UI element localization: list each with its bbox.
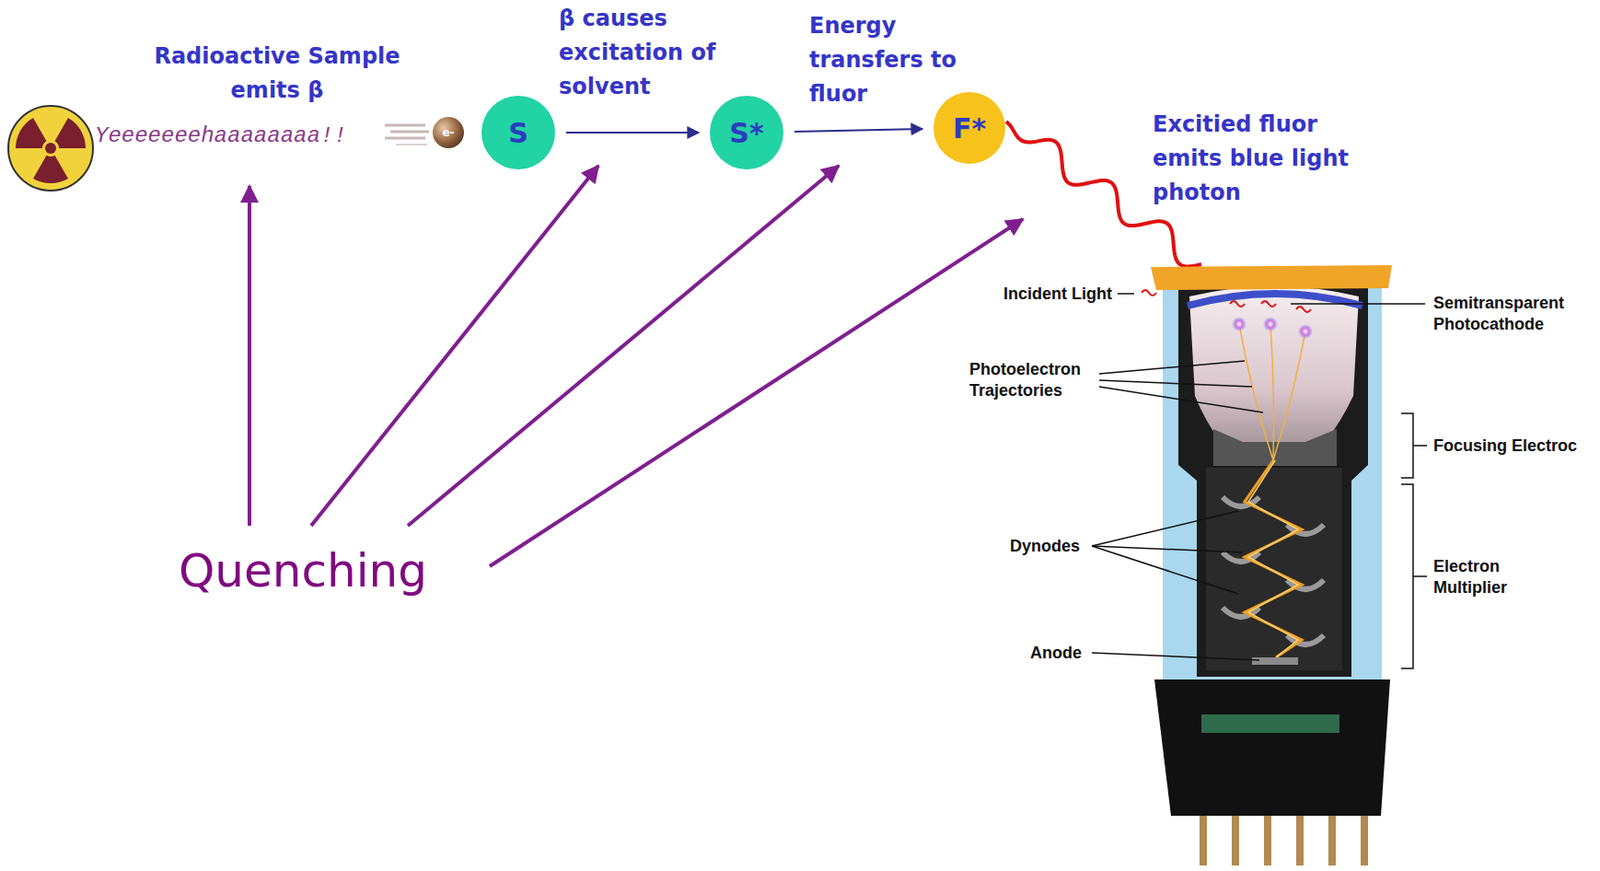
photoelectron-dots-part bbox=[1263, 316, 1278, 332]
electron-ball bbox=[432, 116, 464, 149]
molecule-circle: S* bbox=[709, 95, 784, 170]
part-label: Dynodes bbox=[1009, 535, 1080, 557]
photoelectron-trajectories bbox=[1239, 324, 1306, 461]
part-label: Focusing Electroc bbox=[1433, 435, 1577, 457]
leader-lines-part bbox=[1401, 413, 1427, 478]
incident-photons bbox=[1141, 289, 1311, 313]
step-caption: Excitied fluor emits blue light photon bbox=[1152, 107, 1372, 210]
base-pins-part bbox=[1328, 815, 1336, 866]
leader-lines-part bbox=[1091, 545, 1243, 553]
radiation-disc bbox=[8, 105, 93, 191]
leader-lines-part bbox=[1091, 652, 1260, 661]
reaction-arrow bbox=[566, 131, 699, 134]
incident-photons-part bbox=[1261, 301, 1276, 307]
circuit-board bbox=[1201, 714, 1340, 733]
tube-base bbox=[1154, 679, 1391, 816]
leader-lines bbox=[1091, 293, 1427, 669]
anode-plate bbox=[1252, 657, 1299, 665]
molecule-label: S* bbox=[729, 116, 764, 150]
radiation-symbol bbox=[8, 105, 93, 191]
exclamation-text: Yeeeeeeehaaaaaaaa!! bbox=[94, 123, 348, 149]
base-pins-part bbox=[1199, 815, 1207, 866]
reaction-arrow bbox=[794, 128, 923, 132]
quenching-arrows-part bbox=[247, 185, 252, 526]
quenching-arrows-part bbox=[489, 219, 1023, 567]
leader-lines-part bbox=[1401, 484, 1427, 669]
part-label: Semitransparent Photocathode bbox=[1433, 292, 1590, 336]
step-caption: Radioactive Sample emits β bbox=[143, 39, 411, 108]
photoelectron-trajectories-part bbox=[1273, 331, 1306, 461]
electron-symbol: e- bbox=[441, 126, 454, 140]
inner-frame bbox=[1178, 287, 1369, 677]
leader-lines-part bbox=[1091, 510, 1239, 546]
part-label: Electron Multiplier bbox=[1433, 556, 1537, 599]
glass-envelope bbox=[1162, 285, 1382, 686]
quenching-arrows-part bbox=[311, 165, 599, 526]
trefoil-center bbox=[45, 142, 57, 154]
base-pins-part bbox=[1296, 815, 1304, 866]
electron-cascade bbox=[1244, 460, 1302, 658]
trefoil-blade bbox=[33, 155, 69, 184]
part-label: Incident Light bbox=[1003, 283, 1113, 305]
electron-cascade bbox=[1248, 460, 1299, 658]
base-pins-part bbox=[1263, 815, 1272, 866]
leader-lines-part bbox=[1290, 302, 1426, 305]
photoelectron-trajectories-part bbox=[1270, 324, 1275, 461]
electron-motion-part bbox=[395, 143, 428, 146]
quenching-label: Quenching bbox=[178, 544, 428, 598]
dynode-chamber bbox=[1205, 467, 1343, 671]
molecule-circle: S bbox=[481, 95, 556, 170]
part-label: Anode bbox=[1030, 642, 1082, 664]
photomultiplier-tube bbox=[1141, 265, 1392, 866]
photoelectron-dots bbox=[1231, 316, 1313, 339]
photoelectron-dots-part bbox=[1298, 324, 1313, 339]
quenching-arrows-part bbox=[407, 165, 839, 526]
part-label: Photoelectron Trajectories bbox=[969, 359, 1097, 402]
incident-photons-part bbox=[1141, 289, 1157, 296]
leader-lines-part bbox=[1091, 545, 1239, 594]
base-pins-part bbox=[1231, 815, 1240, 866]
trefoil-blade bbox=[55, 117, 87, 149]
leader-lines-part bbox=[1099, 360, 1245, 374]
base-pins-part bbox=[1360, 815, 1369, 866]
molecule-circle: F* bbox=[933, 92, 1006, 164]
base-pins bbox=[1199, 815, 1369, 866]
leader-lines-part bbox=[1117, 292, 1135, 295]
leader-lines-part bbox=[1099, 386, 1264, 413]
trefoil-blade bbox=[15, 117, 47, 149]
electron-motion bbox=[384, 116, 464, 149]
window-cap bbox=[1150, 265, 1392, 290]
electron-motion-part bbox=[384, 137, 426, 140]
leader-lines-part bbox=[1099, 380, 1253, 387]
photoelectron-dots-part bbox=[1231, 316, 1247, 332]
incident-photons-part bbox=[1229, 301, 1245, 307]
molecule-label: S bbox=[508, 116, 529, 150]
electron-motion-part bbox=[384, 124, 426, 128]
incident-photons-part bbox=[1296, 306, 1311, 313]
electron-motion-part bbox=[390, 130, 429, 134]
step-caption: Energy transfers to fluor bbox=[809, 9, 966, 112]
step-caption: β causes excitation of solvent bbox=[558, 1, 734, 105]
quenching-arrows bbox=[249, 165, 1023, 567]
molecule-label: F* bbox=[952, 112, 986, 145]
photoelectron-trajectories-part bbox=[1239, 324, 1274, 461]
